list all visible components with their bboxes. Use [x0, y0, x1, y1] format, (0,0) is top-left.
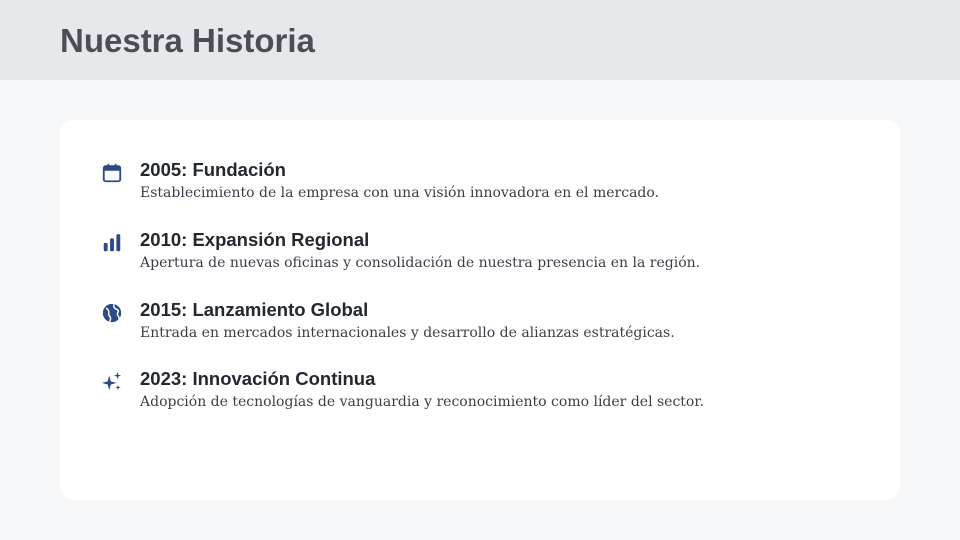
timeline-item-title: 2010: Expansión Regional	[140, 229, 370, 250]
timeline-item-title: 2005: Fundación	[140, 159, 286, 180]
timeline-card: 2005: Fundación Establecimiento de la em…	[60, 120, 900, 500]
timeline-item-title: 2015: Lanzamiento Global	[140, 299, 369, 320]
calendar-icon	[100, 161, 124, 185]
timeline-item-description: Adopción de tecnologías de vanguardia y …	[140, 394, 704, 410]
timeline-item-description: Apertura de nuevas oficinas y consolidac…	[140, 255, 701, 271]
timeline-item-description: Establecimiento de la empresa con una vi…	[140, 185, 660, 201]
globe-icon	[100, 301, 124, 325]
header-bar: Nuestra Historia	[0, 0, 960, 80]
timeline-item-title: 2023: Innovación Continua	[140, 368, 376, 389]
bar-chart-icon	[100, 231, 124, 255]
timeline-item-description: Entrada en mercados internacionales y de…	[140, 325, 675, 341]
sparkles-icon	[100, 370, 124, 394]
page-title: Nuestra Historia	[60, 22, 315, 59]
